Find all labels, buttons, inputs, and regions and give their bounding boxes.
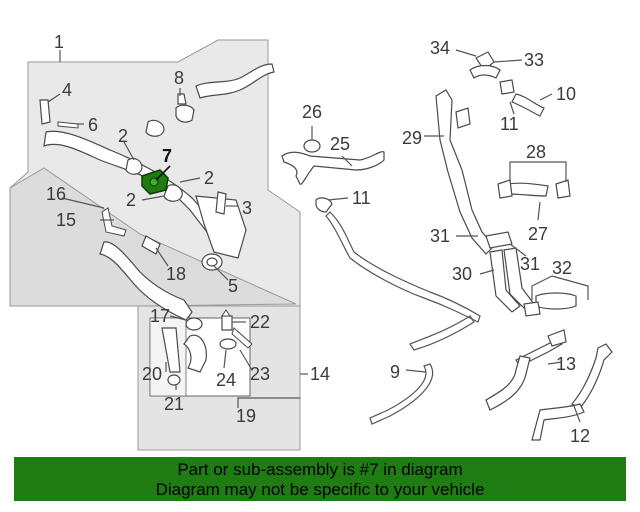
parts-diagram: 1 2 2 2 3 4 5 6 7 8 9 10 11 11 12 13 14 …	[9, 32, 613, 451]
callout-28: 28	[526, 142, 546, 162]
callout-16: 16	[46, 184, 66, 204]
callout-25: 25	[330, 134, 350, 154]
callout-18: 18	[166, 264, 186, 284]
callout-27: 27	[528, 224, 548, 244]
callout-21: 21	[164, 394, 184, 414]
callout-33: 33	[524, 50, 544, 70]
callout-11b: 11	[352, 188, 371, 208]
info-banner: Part or sub-assembly is #7 in diagram Di…	[14, 457, 626, 501]
callout-7: 7	[162, 146, 172, 166]
callout-10: 10	[556, 84, 576, 104]
callout-12: 12	[570, 426, 590, 446]
callout-11a: 11	[500, 114, 519, 134]
leader-7	[155, 165, 171, 181]
hose-assembly-left	[39, 63, 275, 386]
callout-2c: 2	[126, 190, 136, 210]
callout-31b: 31	[520, 254, 540, 274]
callout-4: 4	[62, 80, 72, 100]
callout-3: 3	[242, 198, 252, 218]
callout-6: 6	[88, 115, 98, 135]
part-7-highlight[interactable]	[141, 169, 169, 195]
callout-26: 26	[302, 102, 322, 122]
callout-31a: 31	[430, 226, 450, 246]
callout-24: 24	[216, 370, 236, 390]
banner-line-1: Part or sub-assembly is #7 in diagram	[177, 460, 463, 479]
callout-2a: 2	[118, 126, 128, 146]
callout-23: 23	[250, 364, 270, 384]
callout-22: 22	[250, 312, 270, 332]
callout-20: 20	[142, 364, 162, 384]
callout-2b: 2	[204, 168, 214, 188]
callout-14: 14	[310, 364, 330, 384]
callout-13: 13	[556, 354, 576, 374]
leader-lines	[47, 49, 589, 423]
callout-9: 9	[390, 362, 400, 382]
callout-1: 1	[54, 32, 64, 52]
hose-assembly-right	[221, 51, 613, 441]
callout-19: 19	[236, 406, 256, 426]
callout-32: 32	[552, 258, 572, 278]
callout-17: 17	[150, 306, 170, 326]
callout-30: 30	[452, 264, 472, 284]
callout-34: 34	[430, 38, 450, 58]
callout-15: 15	[56, 210, 76, 230]
banner-line-2: Diagram may not be specific to your vehi…	[155, 480, 485, 499]
callout-29: 29	[402, 128, 422, 148]
callout-5: 5	[228, 276, 238, 296]
callout-8: 8	[174, 68, 184, 88]
